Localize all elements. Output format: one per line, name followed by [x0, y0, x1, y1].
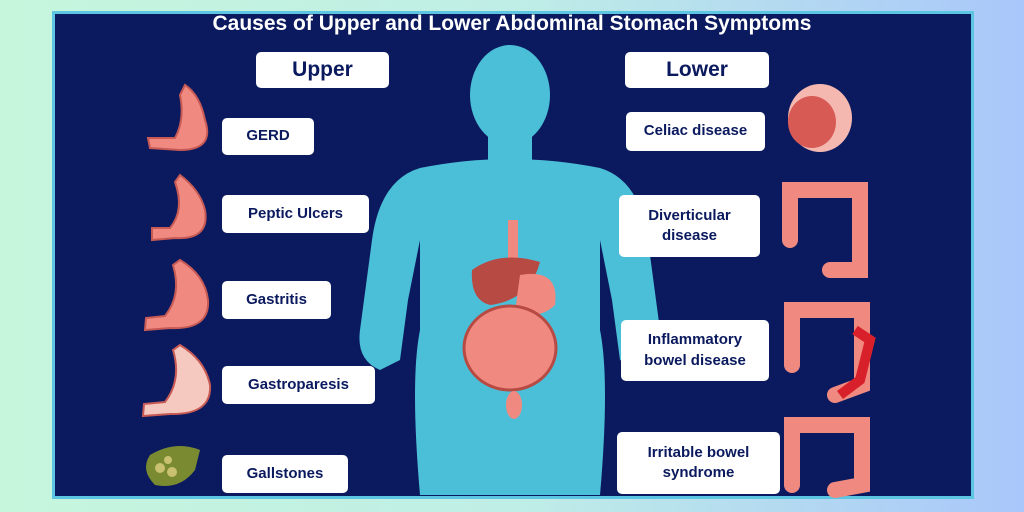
intestines [462, 304, 558, 392]
esophagus [508, 220, 518, 275]
ibs-colon-icon [784, 417, 870, 498]
upper-item-gallstones: Gallstones [222, 455, 348, 493]
right-hand [558, 353, 594, 397]
inflammation-highlight [837, 325, 876, 399]
page-title: Causes of Upper and Lower Abdominal Stom… [212, 12, 812, 35]
lower-heading: Lower [625, 52, 769, 88]
peptic-ulcer-stomach-icon [151, 173, 207, 242]
upper-item-peptic-ulcers: Peptic Ulcers [222, 195, 369, 233]
left-hand [424, 353, 460, 397]
upper-heading: Upper [256, 52, 389, 88]
stomach [515, 273, 556, 315]
gallbladder-icon [146, 446, 200, 486]
appendix [506, 391, 522, 419]
gastritis-stomach-icon [143, 258, 210, 332]
lower-item-diverticular: Diverticular disease [619, 195, 760, 257]
lower-item-ibs: Irritable bowel syndrome [617, 432, 780, 494]
upper-item-gastroparesis: Gastroparesis [222, 366, 375, 404]
celiac-intestine-icon [788, 84, 852, 152]
diverticular-colon-icon [782, 182, 868, 278]
lower-item-ibd: Inflammatory bowel disease [621, 320, 769, 381]
upper-item-gastritis: Gastritis [222, 281, 331, 319]
digestive-organs [462, 220, 558, 419]
liver [471, 257, 540, 305]
upper-item-gerd: GERD [222, 118, 314, 155]
gerd-stomach-icon [146, 83, 209, 152]
lower-item-celiac: Celiac disease [626, 112, 765, 151]
gastroparesis-stomach-icon [141, 343, 212, 418]
